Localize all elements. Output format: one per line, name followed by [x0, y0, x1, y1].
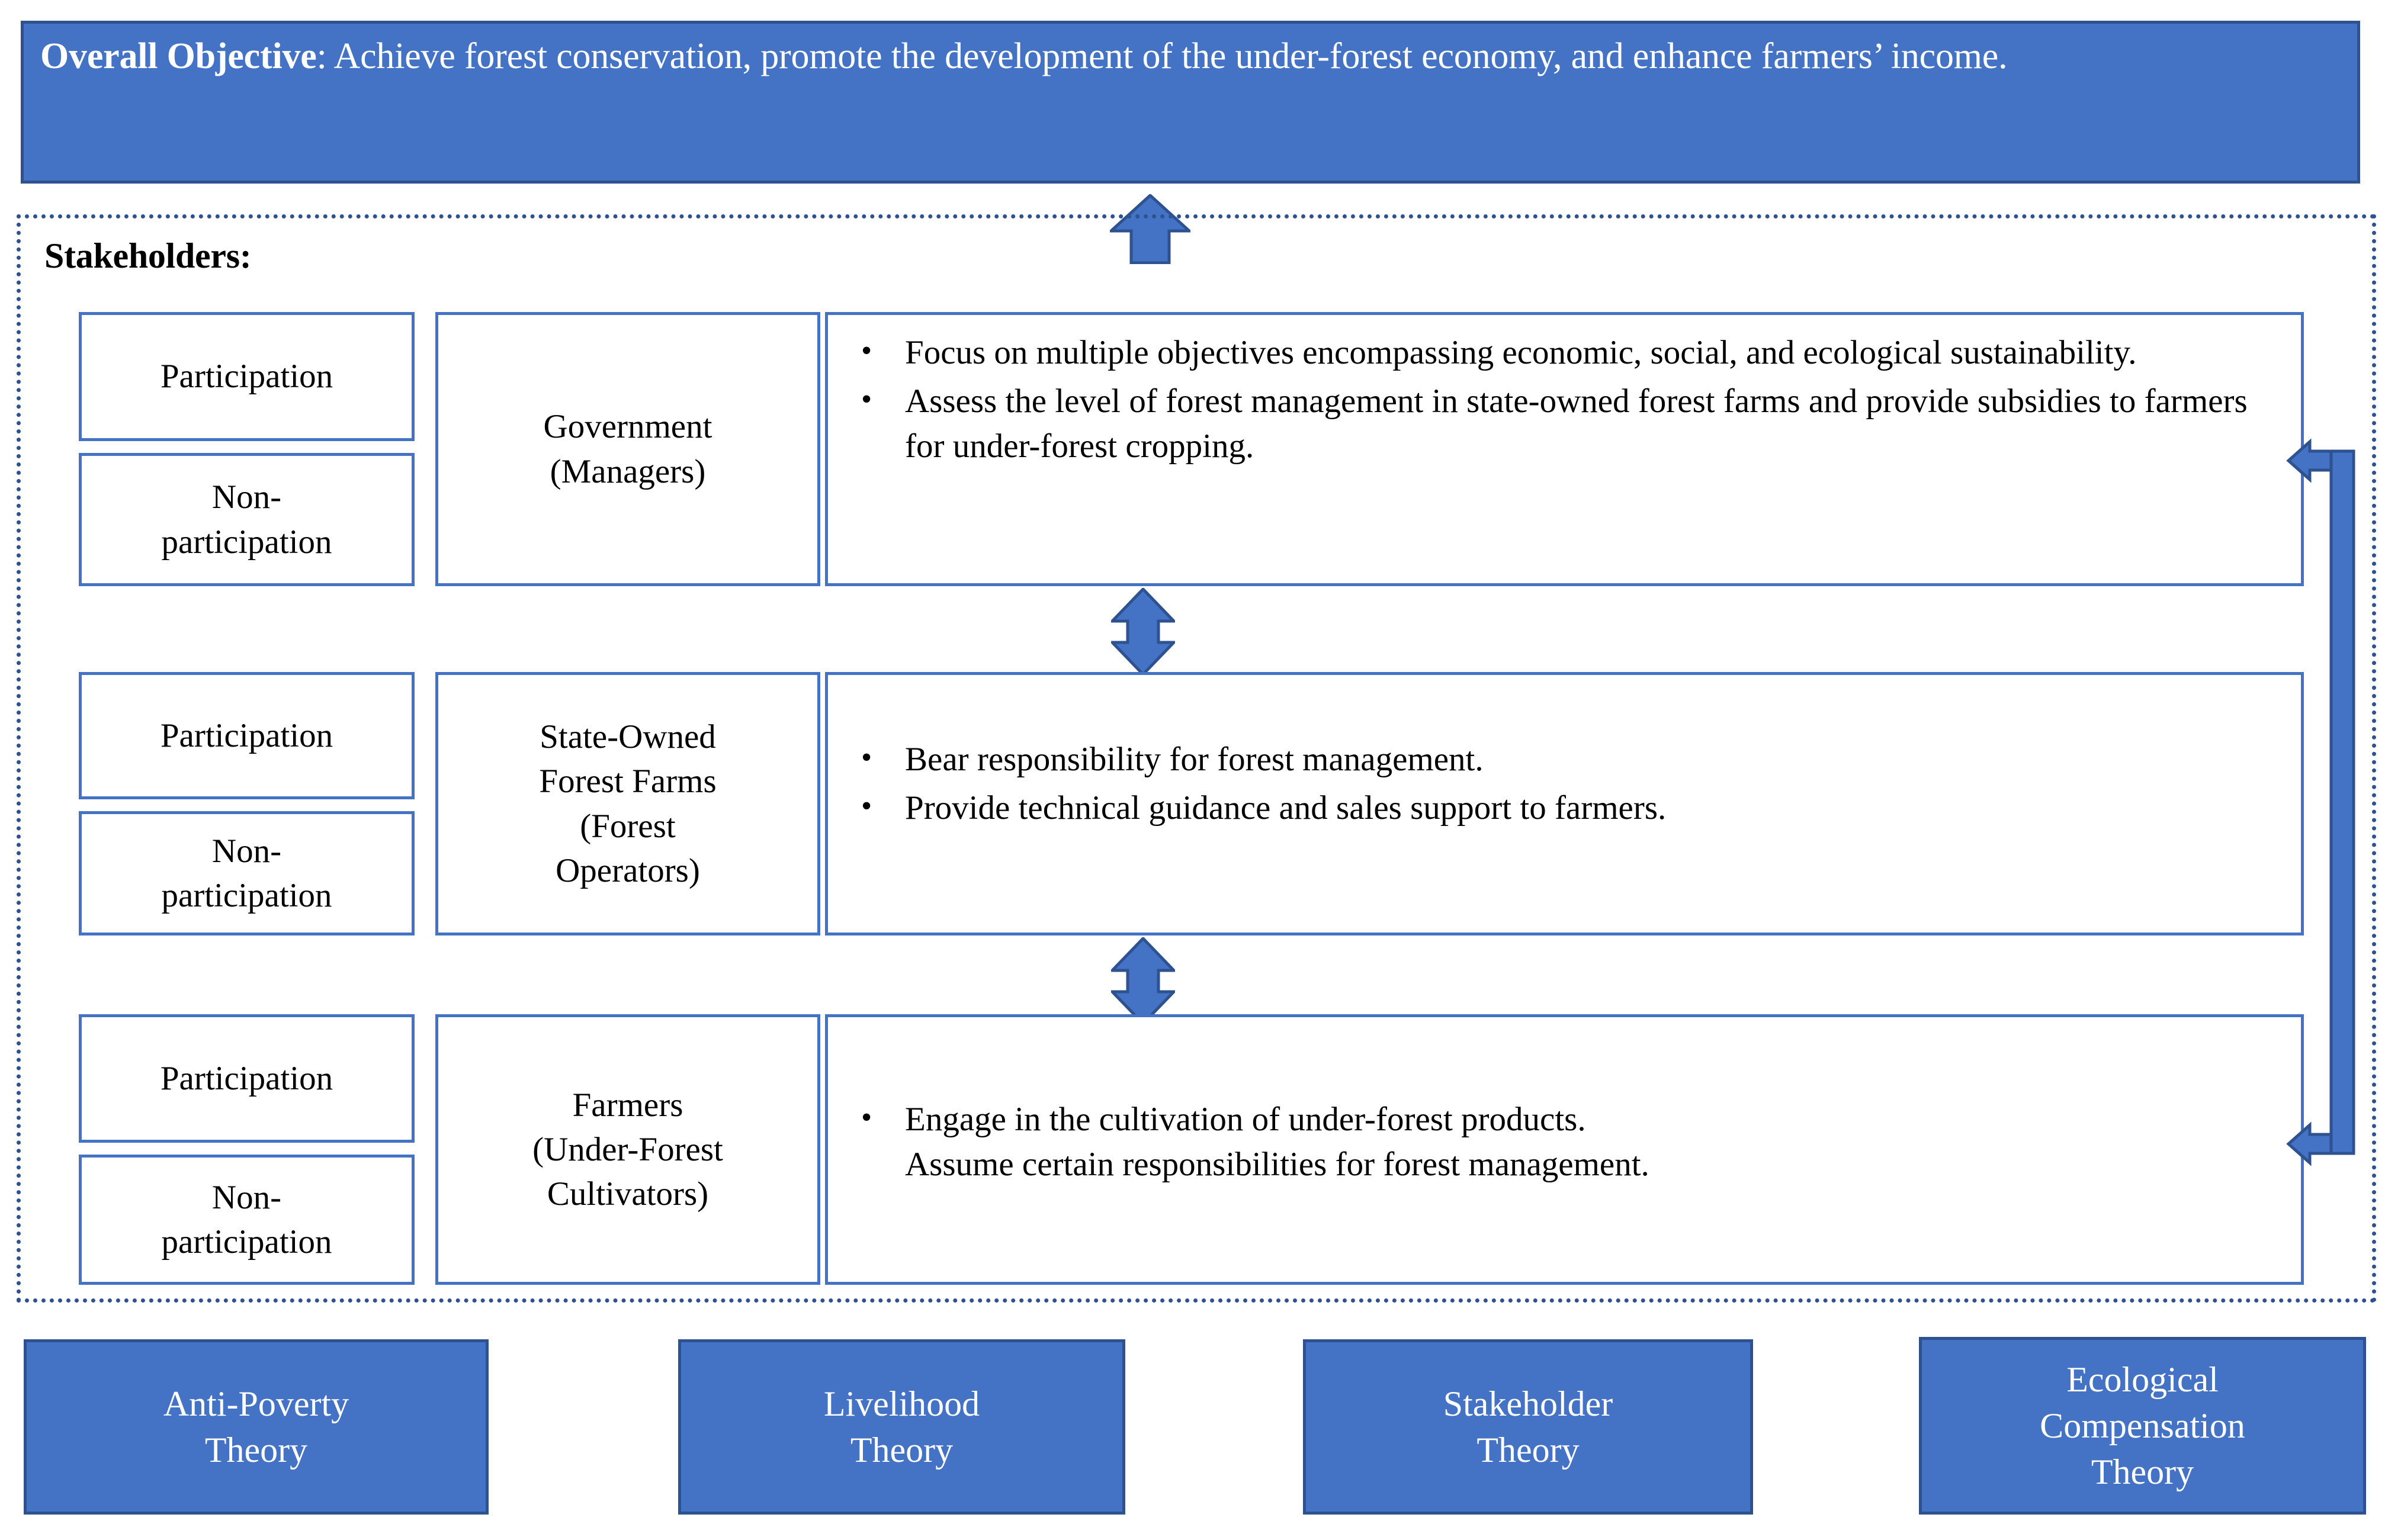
arrow-up-icon [1110, 194, 1190, 264]
objective-lead-label: Overall Objective [40, 36, 317, 76]
theory-box-livelihood[interactable]: Livelihood Theory [678, 1339, 1125, 1515]
status-box-nonparticipation-government[interactable]: Non- participation [79, 453, 415, 586]
theory-label: Ecological Compensation Theory [2040, 1360, 2245, 1491]
list-item-text: Focus on multiple objectives encompassin… [905, 334, 2137, 371]
responsibilities-box-government: • Focus on multiple objectives encompass… [825, 312, 2304, 586]
bullet-dot-icon: • [861, 789, 872, 823]
list-item: • Engage in the cultivation of under-for… [848, 1097, 2283, 1187]
list-item: • Bear responsibility for forest managem… [848, 737, 2283, 782]
theory-label: Anti-Poverty Theory [163, 1384, 349, 1470]
status-box-nonparticipation-forestfarms[interactable]: Non- participation [79, 811, 415, 935]
theory-label: Stakeholder Theory [1443, 1384, 1613, 1470]
theory-box-anti-poverty[interactable]: Anti-Poverty Theory [24, 1339, 489, 1515]
list-item-text-continued: Assume certain responsibilities for fore… [905, 1145, 1649, 1183]
role-box-farmers[interactable]: Farmers (Under-Forest Cultivators) [435, 1014, 820, 1285]
list-item: • Assess the level of forest management … [848, 379, 2283, 469]
overall-objective-banner: Overall Objective: Achieve forest conser… [21, 21, 2360, 184]
role-box-government[interactable]: Government (Managers) [435, 312, 820, 586]
responsibilities-box-forestfarms: • Bear responsibility for forest managem… [825, 672, 2304, 935]
responsibility-list: • Focus on multiple objectives encompass… [848, 330, 2283, 468]
list-item-text: Provide technical guidance and sales sup… [905, 789, 1667, 827]
status-label: Non- participation [161, 832, 332, 914]
responsibilities-box-farmers: • Engage in the cultivation of under-for… [825, 1014, 2304, 1285]
list-item: • Provide technical guidance and sales s… [848, 786, 2283, 831]
theory-label: Livelihood Theory [823, 1384, 980, 1470]
status-label: Participation [160, 716, 333, 754]
status-box-participation-farmers[interactable]: Participation [79, 1014, 415, 1143]
responsibility-list: • Engage in the cultivation of under-for… [848, 1097, 2283, 1187]
theory-box-stakeholder[interactable]: Stakeholder Theory [1303, 1339, 1753, 1515]
stakeholders-panel [17, 214, 2376, 1303]
responsibility-list: • Bear responsibility for forest managem… [848, 737, 2283, 831]
role-label: State-Owned Forest Farms (Forest Operato… [539, 718, 717, 889]
stakeholders-heading: Stakeholders: [44, 236, 252, 275]
list-item-text: Engage in the cultivation of under-fores… [905, 1101, 1586, 1138]
status-box-participation-government[interactable]: Participation [79, 312, 415, 441]
arrow-up-down-icon [1111, 588, 1175, 676]
objective-text: : Achieve forest conservation, promote t… [316, 36, 2008, 76]
list-item: • Focus on multiple objectives encompass… [848, 330, 2283, 375]
status-label: Non- participation [161, 1178, 332, 1261]
status-label: Participation [160, 1059, 333, 1097]
theory-box-ecological-compensation[interactable]: Ecological Compensation Theory [1919, 1337, 2366, 1515]
bullet-dot-icon: • [861, 334, 872, 368]
bullet-dot-icon: • [861, 382, 872, 416]
status-box-nonparticipation-farmers[interactable]: Non- participation [79, 1155, 415, 1285]
arrow-left-icon [2286, 438, 2333, 483]
bullet-dot-icon: • [861, 741, 872, 774]
feedback-loop-connector [2286, 438, 2355, 1166]
list-item-text: Assess the level of forest management in… [905, 382, 2248, 465]
status-box-participation-forestfarms[interactable]: Participation [79, 672, 415, 799]
role-label: Farmers (Under-Forest Cultivators) [532, 1086, 723, 1213]
bullet-dot-icon: • [861, 1101, 872, 1134]
arrow-up-down-icon [1111, 937, 1175, 1025]
arrow-left-icon [2286, 1121, 2333, 1166]
role-box-forestfarms[interactable]: State-Owned Forest Farms (Forest Operato… [435, 672, 820, 935]
status-label: Non- participation [161, 478, 332, 561]
status-label: Participation [160, 358, 333, 396]
role-label: Government (Managers) [543, 408, 712, 490]
list-item-text: Bear responsibility for forest managemen… [905, 741, 1484, 778]
